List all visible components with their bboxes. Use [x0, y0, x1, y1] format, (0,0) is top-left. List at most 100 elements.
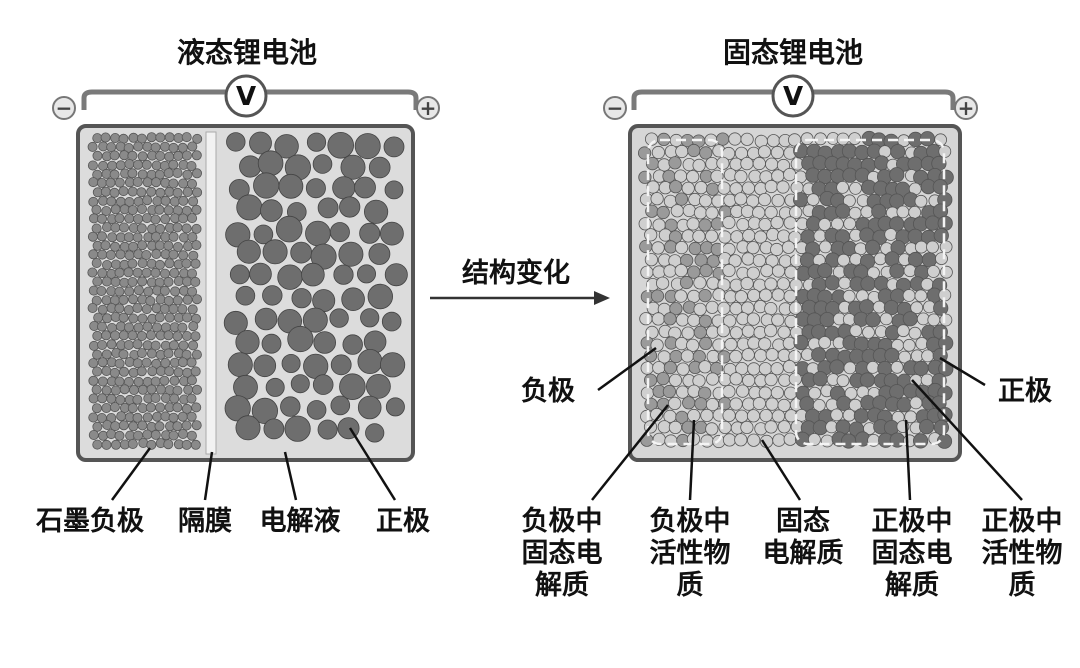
graphite-particle: [150, 392, 161, 403]
graphite-particle: [188, 340, 199, 351]
svg-text:−: −: [56, 96, 73, 120]
cathode-active-particle: [853, 408, 870, 424]
solid-electrolyte-particle: [746, 266, 760, 280]
graphite-particle: [155, 384, 166, 395]
graphite-particle: [168, 178, 179, 189]
solid-electrolyte-particle: [830, 408, 844, 422]
solid-electrolyte-particle: [838, 276, 852, 290]
graphite-particle: [124, 250, 135, 261]
graphite-particle: [136, 366, 147, 377]
solid-electrolyte-particle: [860, 205, 874, 219]
solid-electrolyte-particle: [694, 181, 708, 195]
cathode-active-particle: [860, 276, 876, 292]
solid-electrolyte-particle: [884, 228, 898, 241]
graphite-particle: [92, 276, 103, 287]
graphite-particle: [128, 384, 139, 395]
arrow-label: 结构变化: [462, 257, 570, 289]
graphite-particle: [182, 241, 193, 252]
graphite-particle: [102, 222, 113, 233]
cathode-particle: [257, 150, 284, 177]
graphite-particle: [191, 294, 202, 305]
solid-electrolyte-particle: [741, 348, 755, 362]
graphite-particle: [124, 286, 135, 297]
solid-electrolyte-particle: [650, 192, 664, 206]
solid-electrolyte-particle: [764, 372, 778, 387]
anode-active-particle: [650, 289, 665, 303]
graphite-particle: [186, 375, 197, 386]
graphite-particle: [154, 204, 165, 215]
cathode-particle: [291, 288, 312, 309]
cathode-active-particle: [907, 156, 923, 172]
svg-text:固态电: 固态电: [522, 538, 603, 569]
label-cathode: 正极: [998, 376, 1052, 407]
cathode-particle: [330, 354, 352, 376]
graphite-particle: [142, 195, 153, 206]
solid-electrolyte-particle: [903, 264, 917, 278]
graphite-particle: [181, 439, 192, 450]
solid-electrolyte-particle: [682, 203, 696, 218]
graphite-particle: [168, 231, 179, 242]
graphite-particle: [97, 249, 108, 260]
graphite-particle: [147, 366, 158, 377]
svg-text:解质: 解质: [885, 570, 939, 601]
solid-electrolyte-particle: [674, 336, 689, 351]
cathode-particle: [341, 287, 365, 312]
graphite-particle: [101, 402, 112, 413]
graphite-particle: [186, 357, 197, 368]
solid-electrolyte-particle: [670, 204, 684, 218]
solid-electrolyte-particle: [676, 362, 690, 376]
graphite-particle: [132, 176, 143, 187]
graphite-particle: [151, 177, 162, 188]
solid-electrolyte-particle: [818, 218, 832, 231]
graphite-particle: [91, 204, 102, 215]
solid-electrolyte-particle: [722, 263, 736, 278]
graphite-particle: [123, 232, 134, 243]
solid-electrolyte-particle: [729, 372, 743, 386]
cathode-particle: [327, 132, 355, 159]
solid-electrolyte-particle: [651, 312, 665, 326]
anode-active-particle: [716, 132, 730, 146]
solid-electrolyte-particle: [752, 396, 767, 411]
graphite-particle: [114, 430, 125, 441]
cathode-particle: [226, 132, 246, 152]
solid-electrolyte-particle: [808, 433, 821, 446]
graphite-particle: [146, 132, 157, 143]
cathode-particle: [235, 285, 256, 306]
solid-electrolyte-particle: [705, 325, 720, 339]
solid-electrolyte-particle: [783, 168, 797, 182]
cathode-particle: [329, 222, 350, 243]
graphite-particle: [87, 141, 98, 152]
graphite-particle: [169, 393, 180, 404]
cathode-particle: [229, 264, 250, 285]
solid-electrolyte-particle: [747, 433, 761, 447]
graphite-particle: [128, 294, 139, 305]
cathode-particle: [379, 352, 406, 378]
graphite-particle: [132, 339, 143, 350]
solid-electrolyte-particle: [771, 264, 786, 278]
graphite-particle: [88, 375, 99, 386]
cathode-active-particle: [938, 335, 954, 351]
cathode-active-particle: [896, 397, 912, 413]
graphite-particle: [164, 366, 175, 377]
label-anode: 负极: [521, 376, 575, 407]
solid-electrolyte-particle: [764, 420, 778, 434]
graphite-particle: [114, 286, 125, 297]
cathode-particle: [368, 156, 391, 179]
graphite-particle: [172, 421, 183, 432]
graphite-particle: [168, 340, 179, 351]
cathode-active-particle: [836, 395, 852, 411]
solid-electrolyte-particle: [687, 313, 701, 327]
separator-membrane: [205, 131, 217, 455]
solid-electrolyte-particle: [787, 133, 802, 147]
solid-electrolyte-particle: [692, 229, 706, 243]
graphite-particle: [118, 349, 129, 360]
solid-electrolyte-particle: [764, 205, 778, 219]
cathode-particle: [312, 154, 333, 174]
voltmeter-icon: V: [771, 74, 815, 118]
graphite-particle: [177, 428, 188, 439]
cathode-particle: [290, 241, 313, 264]
cathode-particle: [253, 354, 277, 378]
solid-electrolyte-particle: [668, 373, 683, 387]
anode-active-particle: [699, 146, 713, 160]
solid-electrolyte-particle: [668, 420, 683, 434]
